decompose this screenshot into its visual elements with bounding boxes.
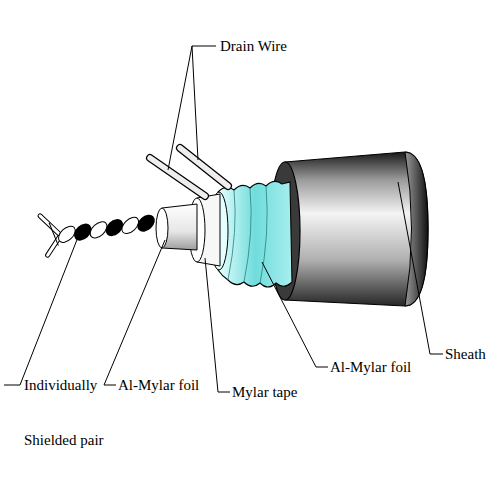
- leader-line: [192, 46, 198, 160]
- leader-line: [262, 262, 316, 367]
- leader-line: [20, 232, 80, 385]
- leader-line: [4, 385, 20, 386]
- twisted-pair: [40, 200, 161, 256]
- foil-wrinkle: [228, 186, 267, 283]
- leader-line: [398, 182, 430, 354]
- outer-foil-body: [218, 181, 292, 287]
- drain-wires: [150, 148, 228, 196]
- insulated-wire: [134, 211, 158, 235]
- pair-foil: [156, 204, 197, 250]
- callout-label: Individually Shielded pair: [24, 358, 124, 468]
- leader-line: [192, 46, 216, 47]
- leader-line: [104, 385, 116, 386]
- conductor: [49, 222, 58, 247]
- callout-label: Al-Mylar foil: [330, 358, 411, 376]
- drain-wire-outline: [180, 148, 228, 186]
- drain-wire: [180, 148, 228, 186]
- leader-line: [205, 258, 218, 392]
- leader-line: [168, 46, 192, 170]
- leader-line: [104, 240, 165, 385]
- callout-label: Drain Wire: [220, 37, 287, 55]
- callout-label: Al-Mylar foil: [118, 376, 199, 394]
- leader-line: [316, 367, 328, 368]
- leader-line: [218, 392, 230, 393]
- pair-foil-face: [156, 208, 168, 248]
- leader-line: [430, 354, 443, 355]
- callout-label: Sheath: [445, 345, 486, 363]
- outer-foil: [210, 181, 292, 287]
- sheath-jacket: [270, 152, 428, 306]
- leader-lines: [4, 46, 443, 392]
- callout-label: Mylar tape: [232, 383, 297, 401]
